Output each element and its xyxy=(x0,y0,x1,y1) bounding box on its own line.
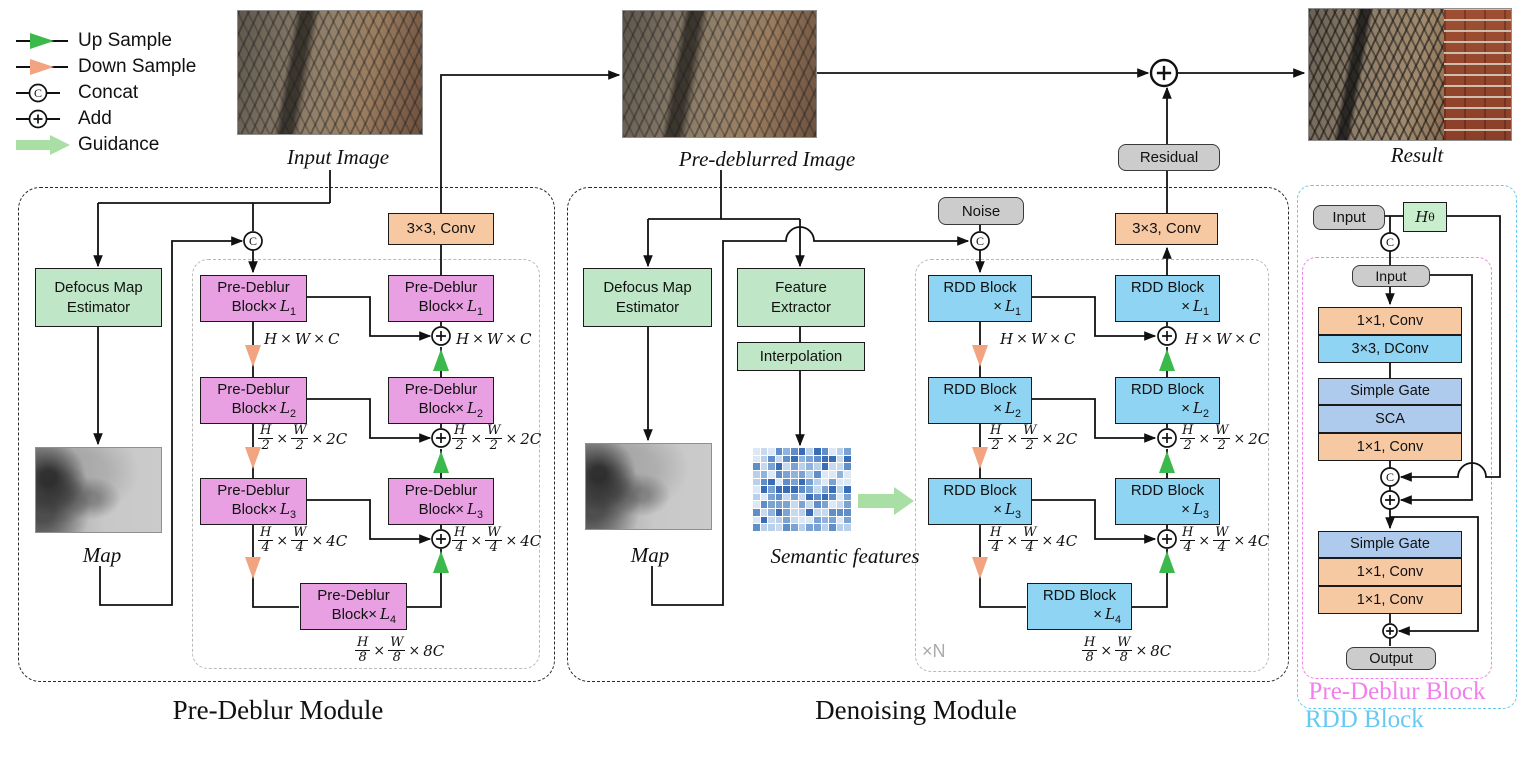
pre-deblur-encoder-block-2: Pre-Deblur Block×L2 xyxy=(200,377,307,424)
rdd-block-title: RDD Block xyxy=(1305,706,1424,733)
legend-label: Concat xyxy=(78,82,139,103)
dim-label: H×W×C xyxy=(456,330,532,348)
sca-layer: SCA xyxy=(1318,405,1462,433)
semantic-features-caption: Semantic features xyxy=(770,544,920,568)
legend-label: Add xyxy=(78,108,112,129)
residual-label-box: Residual xyxy=(1118,144,1220,171)
input-image-caption: Input Image xyxy=(286,145,390,169)
conv-1x1-layer-2: 1×1, Conv xyxy=(1318,433,1462,461)
pre-deblurred-image xyxy=(622,10,817,138)
pre-deblur-bottleneck-block: Pre-Deblur Block×L4 xyxy=(300,583,407,630)
conv-3x3-block-2: 3×3, Conv xyxy=(1115,213,1218,245)
rdd-decoder-block-1: RDD Block ×L1 xyxy=(1115,275,1220,322)
pre-deblur-module-outline xyxy=(18,187,555,682)
add-node xyxy=(1149,58,1179,88)
pre-deblur-encoder-block-1: Pre-Deblur Block×L1 xyxy=(200,275,307,322)
dconv-3x3-layer: 3×3, DConv xyxy=(1318,335,1462,363)
noise-label-box: Noise xyxy=(938,197,1024,225)
semantic-features-image xyxy=(753,448,851,531)
interpolation-block: Interpolation xyxy=(737,342,865,371)
result-fence-region xyxy=(1309,9,1445,140)
pre-deblur-decoder-block-3: Pre-Deblur Block×L3 xyxy=(388,478,494,525)
defocus-map-estimator-block: Defocus Map Estimator xyxy=(35,268,162,327)
detail-output-box: Output xyxy=(1346,647,1436,670)
rdd-encoder-block-2: RDD Block ×L2 xyxy=(928,377,1032,424)
defocus-map-caption: Map xyxy=(82,543,122,567)
up-sample-arrow-icon xyxy=(16,33,68,49)
concat-circle-icon: C xyxy=(16,83,60,103)
down-sample-arrow-icon xyxy=(16,59,68,75)
rdd-bottleneck-block: RDD Block ×L4 xyxy=(1027,583,1132,630)
defocus-map-image-2 xyxy=(585,443,712,530)
conv-3x3-block: 3×3, Conv xyxy=(388,213,494,245)
legend-row-concat: C Concat xyxy=(14,80,196,106)
result-image xyxy=(1308,8,1512,141)
add-circle-icon xyxy=(16,109,60,129)
pre-deblurred-image-caption: Pre-deblurred Image xyxy=(678,147,856,171)
conv-1x1-layer-4: 1×1, Conv xyxy=(1318,586,1462,614)
feature-extractor-block: Feature Extractor xyxy=(737,268,865,327)
rdd-block-outline xyxy=(1297,185,1517,709)
detail-inner-input-box: Input xyxy=(1352,265,1430,287)
repeat-count-label: ×N xyxy=(922,641,946,661)
pre-deblur-block-title: Pre-Deblur Block xyxy=(1308,678,1486,705)
conv-1x1-layer: 1×1, Conv xyxy=(1318,307,1462,335)
result-brick-region xyxy=(1444,9,1511,140)
guidance-arrow-icon xyxy=(16,135,70,155)
denoising-module-outline xyxy=(567,187,1289,682)
rdd-decoder-block-3: RDD Block ×L3 xyxy=(1115,478,1220,525)
pre-deblur-decoder-block-1: Pre-Deblur Block×L1 xyxy=(388,275,494,322)
simple-gate-layer-2: Simple Gate xyxy=(1318,531,1462,558)
input-image xyxy=(237,10,423,135)
rdd-encoder-block-3: RDD Block ×L3 xyxy=(928,478,1032,525)
defocus-map-image xyxy=(35,447,162,533)
dim-label: H×W×C xyxy=(1185,330,1261,348)
svg-text:C: C xyxy=(34,86,42,100)
defocus-map-estimator-block-2: Defocus Map Estimator xyxy=(583,268,712,327)
simple-gate-layer: Simple Gate xyxy=(1318,378,1462,405)
result-image-caption: Result xyxy=(1390,143,1444,167)
denoising-module-title: Denoising Module xyxy=(815,695,1017,725)
pre-deblur-encoder-block-3: Pre-Deblur Block×L3 xyxy=(200,478,307,525)
detail-input-box: Input xyxy=(1313,205,1385,230)
rdd-decoder-block-2: RDD Block ×L2 xyxy=(1115,377,1220,424)
legend-label: Down Sample xyxy=(78,56,197,77)
legend-row-add: Add xyxy=(14,106,196,132)
legend: Up Sample Down Sample C Concat Add xyxy=(14,28,196,158)
conv-1x1-layer-3: 1×1, Conv xyxy=(1318,558,1462,586)
rdd-encoder-block-1: RDD Block ×L1 xyxy=(928,275,1032,322)
pre-deblur-module-title: Pre-Deblur Module xyxy=(172,695,384,725)
dim-label: H×W×C xyxy=(264,330,340,348)
legend-row-downsample: Down Sample xyxy=(14,54,196,80)
legend-label: Up Sample xyxy=(78,30,172,51)
defocus-map-caption-2: Map xyxy=(630,543,670,567)
legend-label: Guidance xyxy=(78,134,160,155)
legend-row-upsample: Up Sample xyxy=(14,28,196,54)
pre-deblur-decoder-block-2: Pre-Deblur Block×L2 xyxy=(388,377,494,424)
dim-label: H×W×C xyxy=(1000,330,1076,348)
legend-row-guidance: Guidance xyxy=(14,132,196,158)
